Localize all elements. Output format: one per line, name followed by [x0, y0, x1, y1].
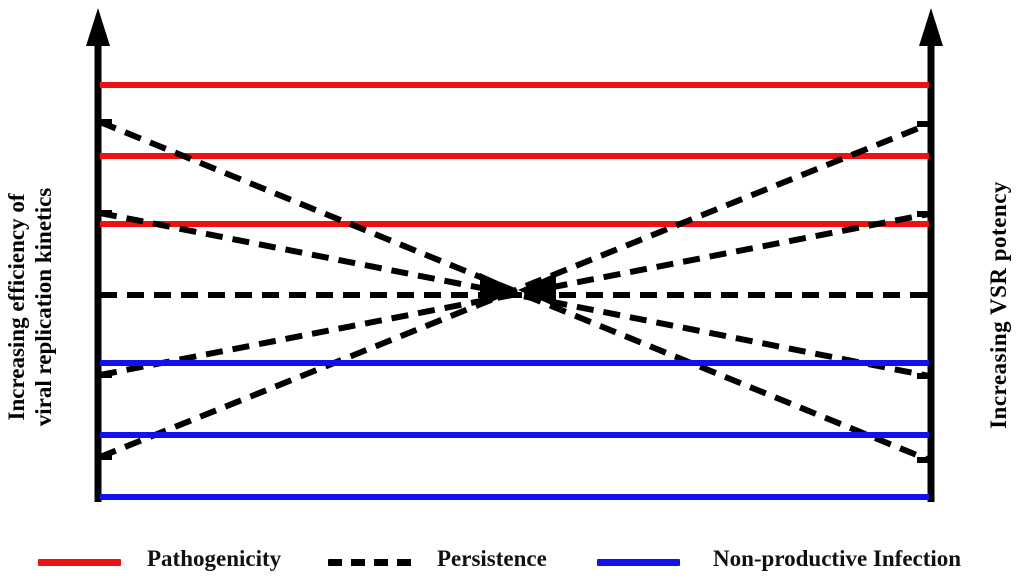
legend-label-pathogenicity: Pathogenicity	[147, 546, 282, 571]
left-axis-arrowhead-icon	[86, 8, 110, 46]
center-arrowhead-right-icon	[480, 273, 518, 307]
legend: Pathogenicity Persistence Non-productive…	[0, 530, 1024, 580]
legend-swatch-non-productive-infection	[597, 559, 680, 566]
persistence-line	[99, 211, 930, 378]
center-arrowhead-left-icon	[518, 273, 556, 307]
plot-svg	[86, 8, 943, 502]
legend-label-non-productive-infection: Non-productive Infection	[713, 546, 962, 571]
persistence-line	[99, 210, 930, 379]
right-axis-label: Increasing VSR potency	[986, 181, 1011, 429]
legend-swatch-persistence	[328, 559, 412, 566]
left-axis-label: Increasing efficiency of viral replicati…	[4, 187, 56, 427]
right-axis-arrowhead-icon	[919, 8, 943, 46]
legend-swatch-pathogenicity	[38, 559, 121, 566]
legend-label-persistence: Persistence	[437, 546, 547, 571]
